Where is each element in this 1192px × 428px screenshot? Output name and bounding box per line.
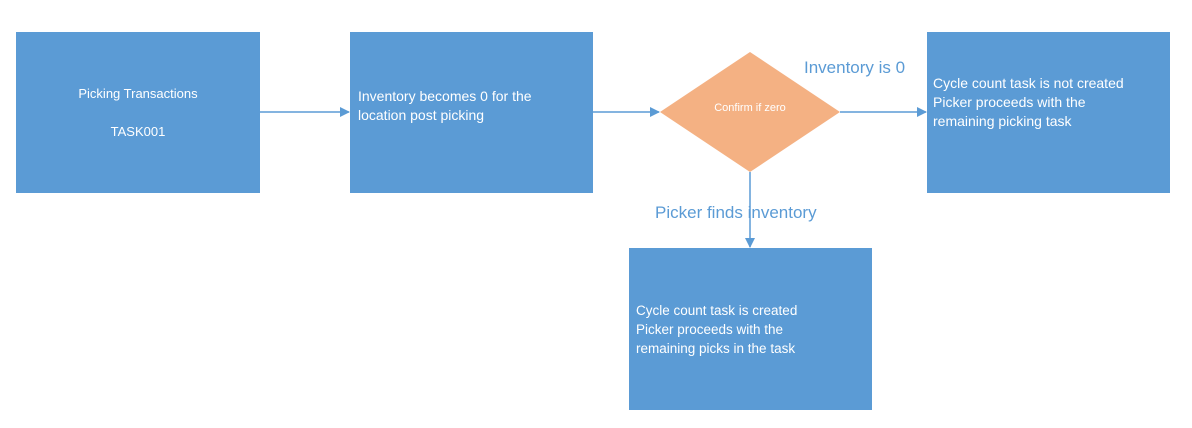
node-picking-line1: Picking Transactions [78, 86, 198, 101]
node-inventory-line1: Inventory becomes 0 for the [358, 87, 532, 104]
node-inventory-line2: location post picking [358, 106, 485, 123]
edge-label-picker-finds-inventory: Picker finds inventory [655, 203, 817, 222]
node-inventory-becomes-zero: Inventory becomes 0 for the location pos… [350, 32, 593, 193]
node-created-line2: Picker proceeds with the [636, 321, 784, 337]
edge-label-inventory-is-zero: Inventory is 0 [804, 58, 906, 77]
decision-diamond [660, 52, 840, 172]
decision-label: Confirm if zero [714, 102, 786, 114]
node-picking-transactions: Picking Transactions TASK001 [16, 32, 260, 193]
node-cycle-count-not-created: Cycle count task is not created Picker p… [927, 32, 1170, 193]
node-cycle-count-created: Cycle count task is created Picker proce… [629, 248, 872, 410]
node-created-line1: Cycle count task is created [636, 302, 798, 318]
node-picking-line2: TASK001 [110, 124, 166, 139]
node-not-created-line3: remaining picking task [933, 113, 1072, 129]
node-created-line3: remaining picks in the task [636, 340, 796, 356]
node-not-created-line2: Picker proceeds with the [933, 94, 1086, 110]
node-not-created-line1: Cycle count task is not created [933, 75, 1124, 91]
